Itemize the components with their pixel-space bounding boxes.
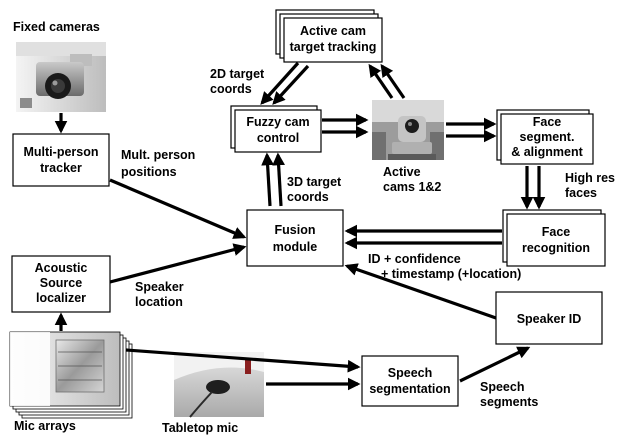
multi-person-line1: Multi-person <box>24 145 99 159</box>
two-d-target-line1: 2D target <box>210 67 265 81</box>
speaker-location-line1: Speaker <box>135 280 184 294</box>
mic-arrays-label: Mic arrays <box>14 419 76 433</box>
fixed-camera-photo <box>16 42 106 112</box>
arrow-tracking-to-fuzzy-b <box>272 64 310 105</box>
speech-seg-line2: segmentation <box>369 382 450 396</box>
speaker-id-label: Speaker ID <box>517 312 582 326</box>
face-recognition-box: Face recognition <box>502 209 606 267</box>
arrow-speech-seg-to-speaker-id <box>459 346 531 383</box>
speaker-id-box: Speaker ID <box>495 291 603 345</box>
mult-person-line2: positions <box>121 165 177 179</box>
multi-person-line2: tracker <box>40 161 82 175</box>
two-d-target-line2: coords <box>210 82 252 96</box>
high-res-line1: High res <box>565 171 615 185</box>
speaker-location-line2: location <box>135 295 183 309</box>
mic-arrays-photo <box>9 331 133 419</box>
face-segment-box: Face segment. & alignment <box>496 109 594 165</box>
arrow-fusion-to-fuzzy-b <box>272 152 285 207</box>
fuzzy-cam-line2: control <box>257 131 299 145</box>
arrow-tracking-to-fuzzy-a <box>260 61 300 105</box>
active-cam-tracking-box: Active cam target tracking <box>275 9 383 63</box>
mult-person-line1: Mult. person <box>121 148 195 162</box>
tabletop-mic-photo <box>174 352 264 418</box>
tabletop-mic-label: Tabletop mic <box>162 421 238 435</box>
acoustic-localizer-box: Acoustic Source localizer <box>11 255 111 313</box>
face-segment-line2: segment. <box>520 130 575 144</box>
three-d-target-line1: 3D target <box>287 175 342 189</box>
fuzzy-cam-line1: Fuzzy cam <box>246 115 309 129</box>
acoustic-line3: localizer <box>36 291 86 305</box>
active-cams-line1: Active <box>383 165 421 179</box>
face-recognition-line1: Face <box>542 225 571 239</box>
arrow-cams-to-tracking-b <box>380 63 406 99</box>
arrow-mic-to-speech-seg <box>125 348 361 373</box>
arrow-fusion-to-fuzzy-a <box>261 152 274 207</box>
face-segment-line1: Face <box>533 115 562 129</box>
id-confidence-line2: + timestamp (+location) <box>381 267 521 281</box>
high-res-line2: faces <box>565 186 597 200</box>
active-cam-line2: target tracking <box>290 40 377 54</box>
speech-seg-line1: Speech <box>388 366 432 380</box>
face-recognition-line2: recognition <box>522 241 590 255</box>
active-cams-photo <box>372 100 444 160</box>
fusion-line2: module <box>273 240 317 254</box>
active-cams-line2: cams 1&2 <box>383 180 441 194</box>
arrows <box>54 61 546 391</box>
multi-person-tracker-box: Multi-person tracker <box>12 133 110 187</box>
acoustic-line1: Acoustic <box>35 261 88 275</box>
arrow-speaker-id-to-fusion <box>344 263 497 320</box>
speech-segments-line1: Speech <box>480 380 524 394</box>
speech-segments-line2: segments <box>480 395 538 409</box>
fixed-cameras-label: Fixed cameras <box>13 20 100 34</box>
id-confidence-line1: ID + confidence <box>368 252 461 266</box>
arrow-acoustic-to-fusion <box>109 243 247 284</box>
acoustic-line2: Source <box>40 276 82 290</box>
arrow-cams-to-tracking-a <box>368 63 394 99</box>
fusion-line1: Fusion <box>275 223 316 237</box>
three-d-target-line2: coords <box>287 190 329 204</box>
active-cam-line1: Active cam <box>300 24 366 38</box>
fuzzy-cam-control-box: Fuzzy cam control <box>230 105 322 153</box>
speech-segmentation-box: Speech segmentation <box>361 355 459 407</box>
fusion-module-box: Fusion module <box>246 209 344 267</box>
face-segment-line3: & alignment <box>511 145 583 159</box>
arrow-tracker-to-fusion <box>109 178 247 239</box>
